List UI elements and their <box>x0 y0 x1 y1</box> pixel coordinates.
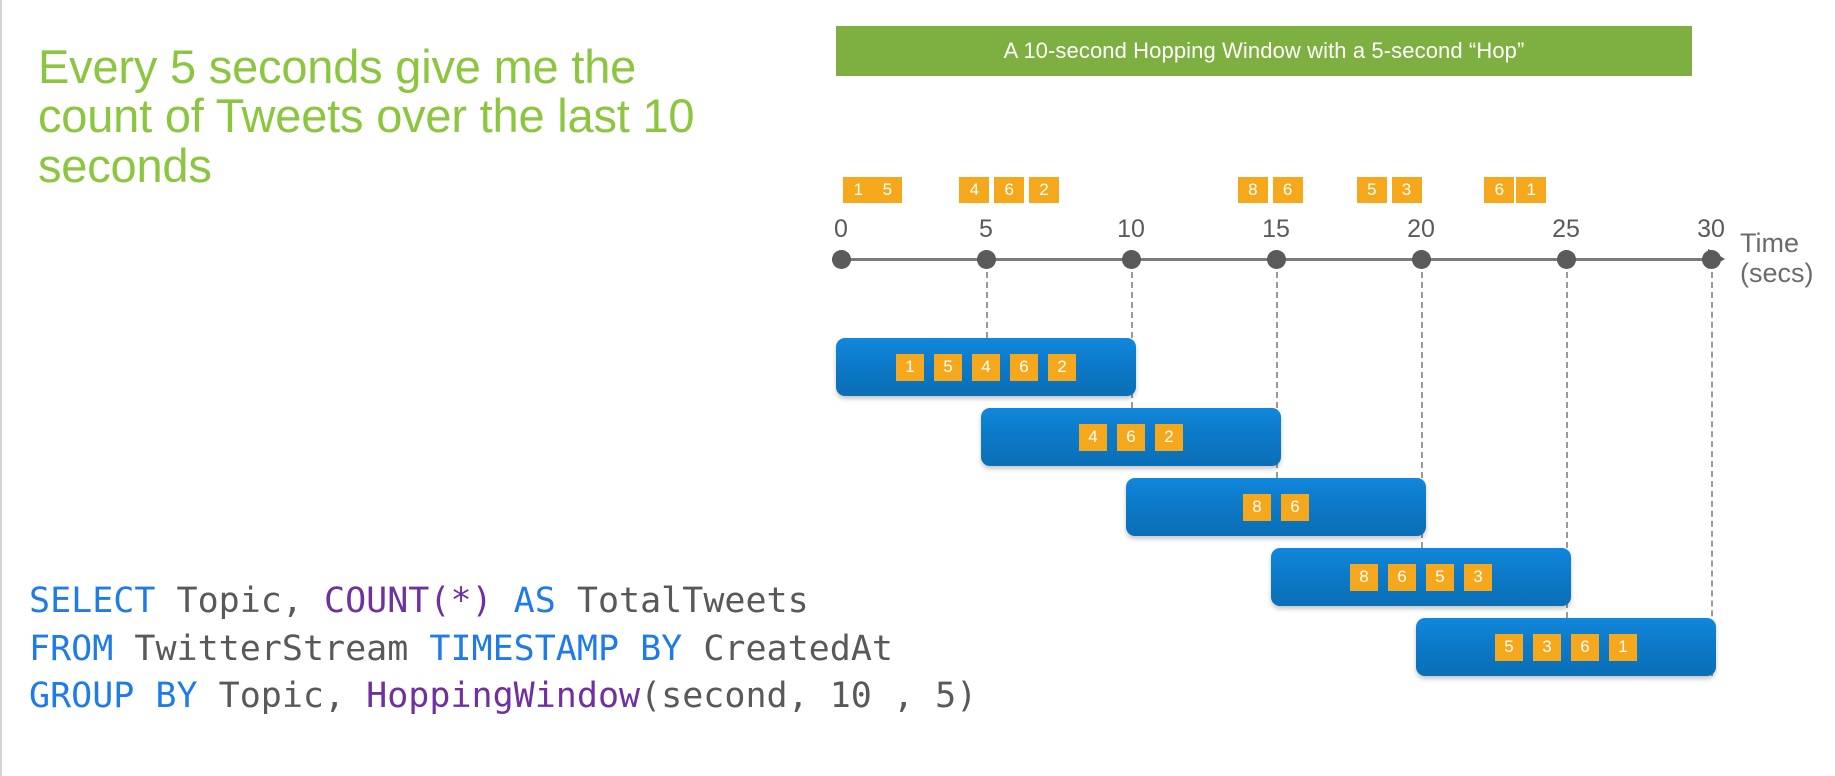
sql-token: AS <box>513 581 556 621</box>
axis-tick-label: 15 <box>1262 215 1290 243</box>
window-token: 6 <box>1010 353 1038 381</box>
window-token: 6 <box>1571 633 1599 661</box>
sql-line: FROM TwitterStream TIMESTAMP BY CreatedA… <box>29 626 977 674</box>
sql-token: Topic, <box>155 581 325 621</box>
axis-tick-label: 30 <box>1697 215 1725 243</box>
window-token: 6 <box>1281 493 1309 521</box>
window-token: 5 <box>1495 633 1523 661</box>
banner: A 10-second Hopping Window with a 5-seco… <box>836 26 1692 76</box>
sql-token: HoppingWindow <box>366 676 641 717</box>
axis-tick-dot <box>976 250 996 269</box>
sql-token: TotalTweets <box>555 581 809 621</box>
sql-token: Topic, <box>197 676 367 717</box>
event-token: 3 <box>1391 177 1422 203</box>
event-token: 5 <box>872 177 903 203</box>
window-token: 4 <box>972 353 1000 381</box>
event-token: 2 <box>1029 177 1059 203</box>
axis-tick-label: 0 <box>834 215 848 243</box>
axis-tick-dot <box>1411 250 1431 269</box>
axis-tick-label: 5 <box>979 215 993 243</box>
event-token: 4 <box>959 177 990 203</box>
window-token: 6 <box>1117 423 1145 451</box>
axis-tick-dot <box>1266 250 1286 269</box>
window-token: 6 <box>1388 563 1416 591</box>
axis-tick-label: 20 <box>1407 215 1435 243</box>
sql-line: SELECT Topic, COUNT(*) AS TotalTweets <box>29 578 977 626</box>
tick-drop-line <box>1566 272 1568 618</box>
tick-drop-line <box>986 272 988 338</box>
sql-token: TIMESTAMP BY <box>429 628 683 669</box>
axis-tick-dot <box>1121 250 1141 269</box>
sql-token: (second, 10 , 5) <box>640 676 978 717</box>
window-token: 3 <box>1464 563 1492 591</box>
time-axis-arrow-icon <box>1708 249 1725 269</box>
banner-title: A 10-second Hopping Window with a 5-seco… <box>1003 38 1525 63</box>
sql-token: FROM <box>29 628 114 669</box>
page-title: Every 5 seconds give me the count of Twe… <box>38 40 695 192</box>
tick-drop-line <box>1711 272 1713 676</box>
event-token: 1 <box>843 177 874 203</box>
window-token: 5 <box>934 353 962 381</box>
sql-token: GROUP BY <box>29 676 198 717</box>
axis-title-line2: (secs) <box>1740 258 1814 289</box>
axis-tick-label: 25 <box>1552 215 1580 243</box>
tick-drop-line <box>1276 272 1278 478</box>
window-token: 1 <box>896 353 924 381</box>
window-token: 2 <box>1048 353 1076 381</box>
event-token: 6 <box>1484 177 1515 203</box>
sql-token: SELECT <box>29 581 156 621</box>
sql-token: COUNT(*) <box>324 581 493 621</box>
window-token: 5 <box>1426 563 1454 591</box>
tick-drop-line <box>1421 272 1423 548</box>
event-token: 8 <box>1237 177 1268 203</box>
window-token: 8 <box>1243 493 1271 521</box>
sql-token: CreatedAt <box>682 628 893 669</box>
event-token: 6 <box>1272 177 1303 203</box>
sql-token <box>493 581 514 621</box>
axis-tick-label: 10 <box>1117 215 1145 243</box>
window-token: 2 <box>1155 423 1183 451</box>
window-token: 8 <box>1350 563 1378 591</box>
sql-token: TwitterStream <box>113 628 430 669</box>
event-token: 5 <box>1356 177 1387 203</box>
sql-line: GROUP BY Topic, HoppingWindow(second, 10… <box>29 673 977 721</box>
event-token: 6 <box>994 177 1025 203</box>
window-token: 1 <box>1609 633 1637 661</box>
event-token: 1 <box>1516 177 1547 203</box>
axis-title: Time(secs) <box>1740 228 1814 288</box>
axis-title-line1: Time <box>1740 228 1799 258</box>
tick-drop-line <box>1131 272 1133 408</box>
window-token: 3 <box>1533 633 1561 661</box>
axis-tick-dot <box>1701 250 1721 269</box>
time-axis-line <box>832 258 1711 261</box>
window-token: 4 <box>1079 423 1107 451</box>
axis-tick-dot <box>1556 250 1576 269</box>
axis-tick-dot <box>831 250 851 269</box>
